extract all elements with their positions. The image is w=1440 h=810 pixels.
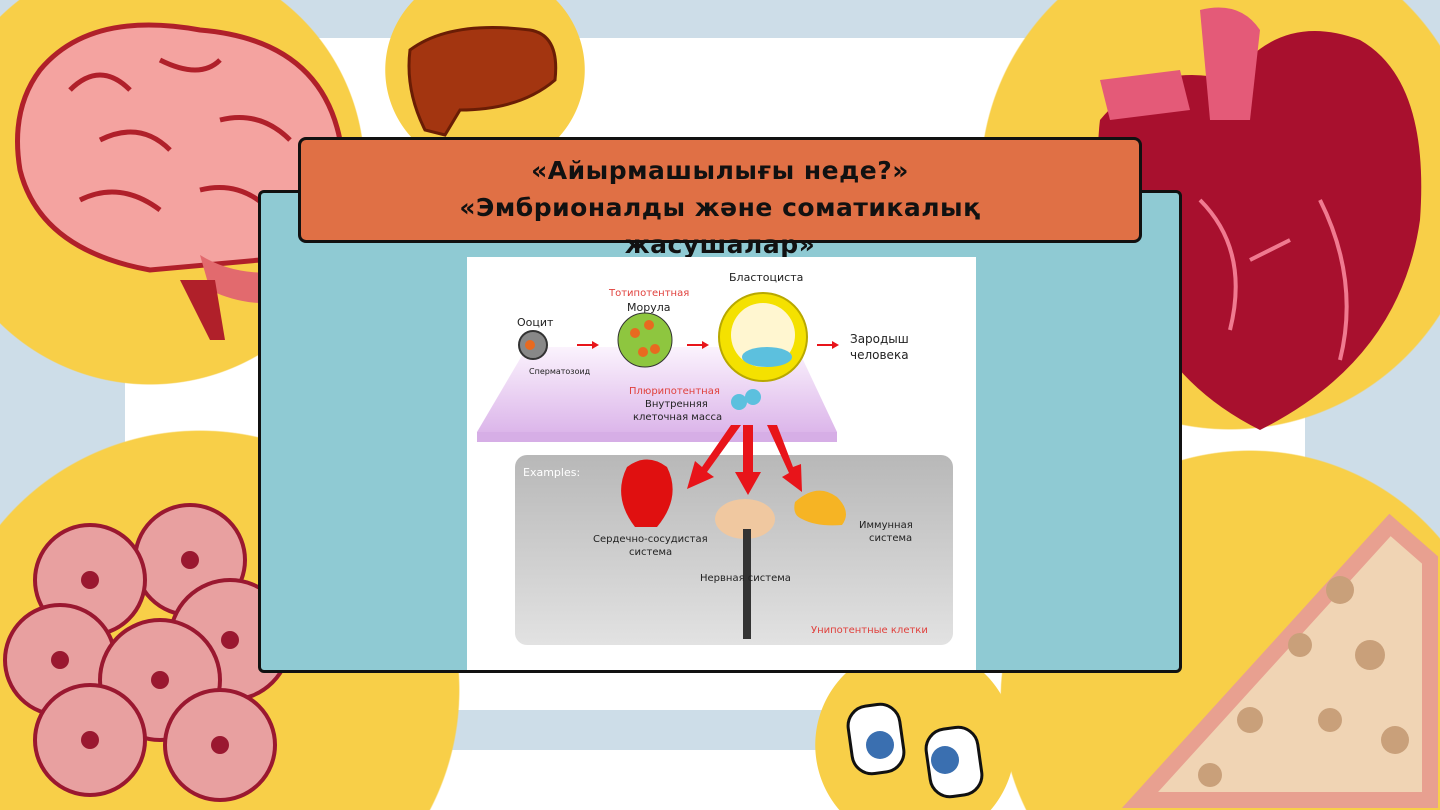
arrow-to-heart <box>687 425 741 489</box>
liver-illustration <box>407 26 558 137</box>
cardio-label-2: система <box>629 547 673 558</box>
embryo-label-1: Зародыш <box>850 332 909 346</box>
cells-illustration <box>3 503 292 802</box>
heart-icon <box>621 459 673 527</box>
sperm-label: Сперматозоид <box>529 367 591 376</box>
bone-illustration <box>1121 513 1438 808</box>
blastocyst-label: Бластоциста <box>729 271 804 284</box>
slide-title: «Айырмашылығы неде?» «Эмбрионалды және с… <box>298 152 1142 263</box>
examples-box <box>515 455 953 645</box>
nervous-label: Нервная система <box>700 573 791 584</box>
stem-cell-diagram: Ооцит Сперматозоид Тотипотентная Морула … <box>467 257 976 670</box>
title-line-1: «Айырмашылығы неде?» <box>531 156 909 185</box>
arrow-to-nervous <box>735 425 761 495</box>
examples-label: Examples: <box>523 466 581 479</box>
oocyte-label: Ооцит <box>517 316 554 329</box>
unipotent-label: Унипотентные клетки <box>811 625 928 636</box>
brain-icon <box>715 499 775 539</box>
title-line-2: «Эмбрионалды және соматикалық <box>459 193 981 222</box>
morula-label: Морула <box>627 301 671 314</box>
pluripotent-label: Плюрипотентная <box>629 386 720 397</box>
diagram-graphics <box>477 292 953 645</box>
title-line-3: жасушалар» <box>624 230 816 259</box>
icm-label-1: Внутренняя <box>645 399 708 410</box>
inner-cell-mass-icon <box>731 394 747 410</box>
eyes-illustration <box>846 702 984 799</box>
cardio-label-1: Сердечно-сосудистая <box>593 534 708 545</box>
immune-label-1: Иммунная <box>859 520 913 531</box>
immune-cell-icon <box>794 490 846 526</box>
arrow-to-immune <box>767 425 802 492</box>
morula-icon <box>617 312 673 368</box>
embryo-label-2: человека <box>850 348 909 362</box>
immune-label-2: система <box>869 533 913 544</box>
totipotent-label: Тотипотентная <box>609 288 690 299</box>
icm-label-2: клеточная масса <box>633 412 723 423</box>
title-box <box>298 137 1142 243</box>
